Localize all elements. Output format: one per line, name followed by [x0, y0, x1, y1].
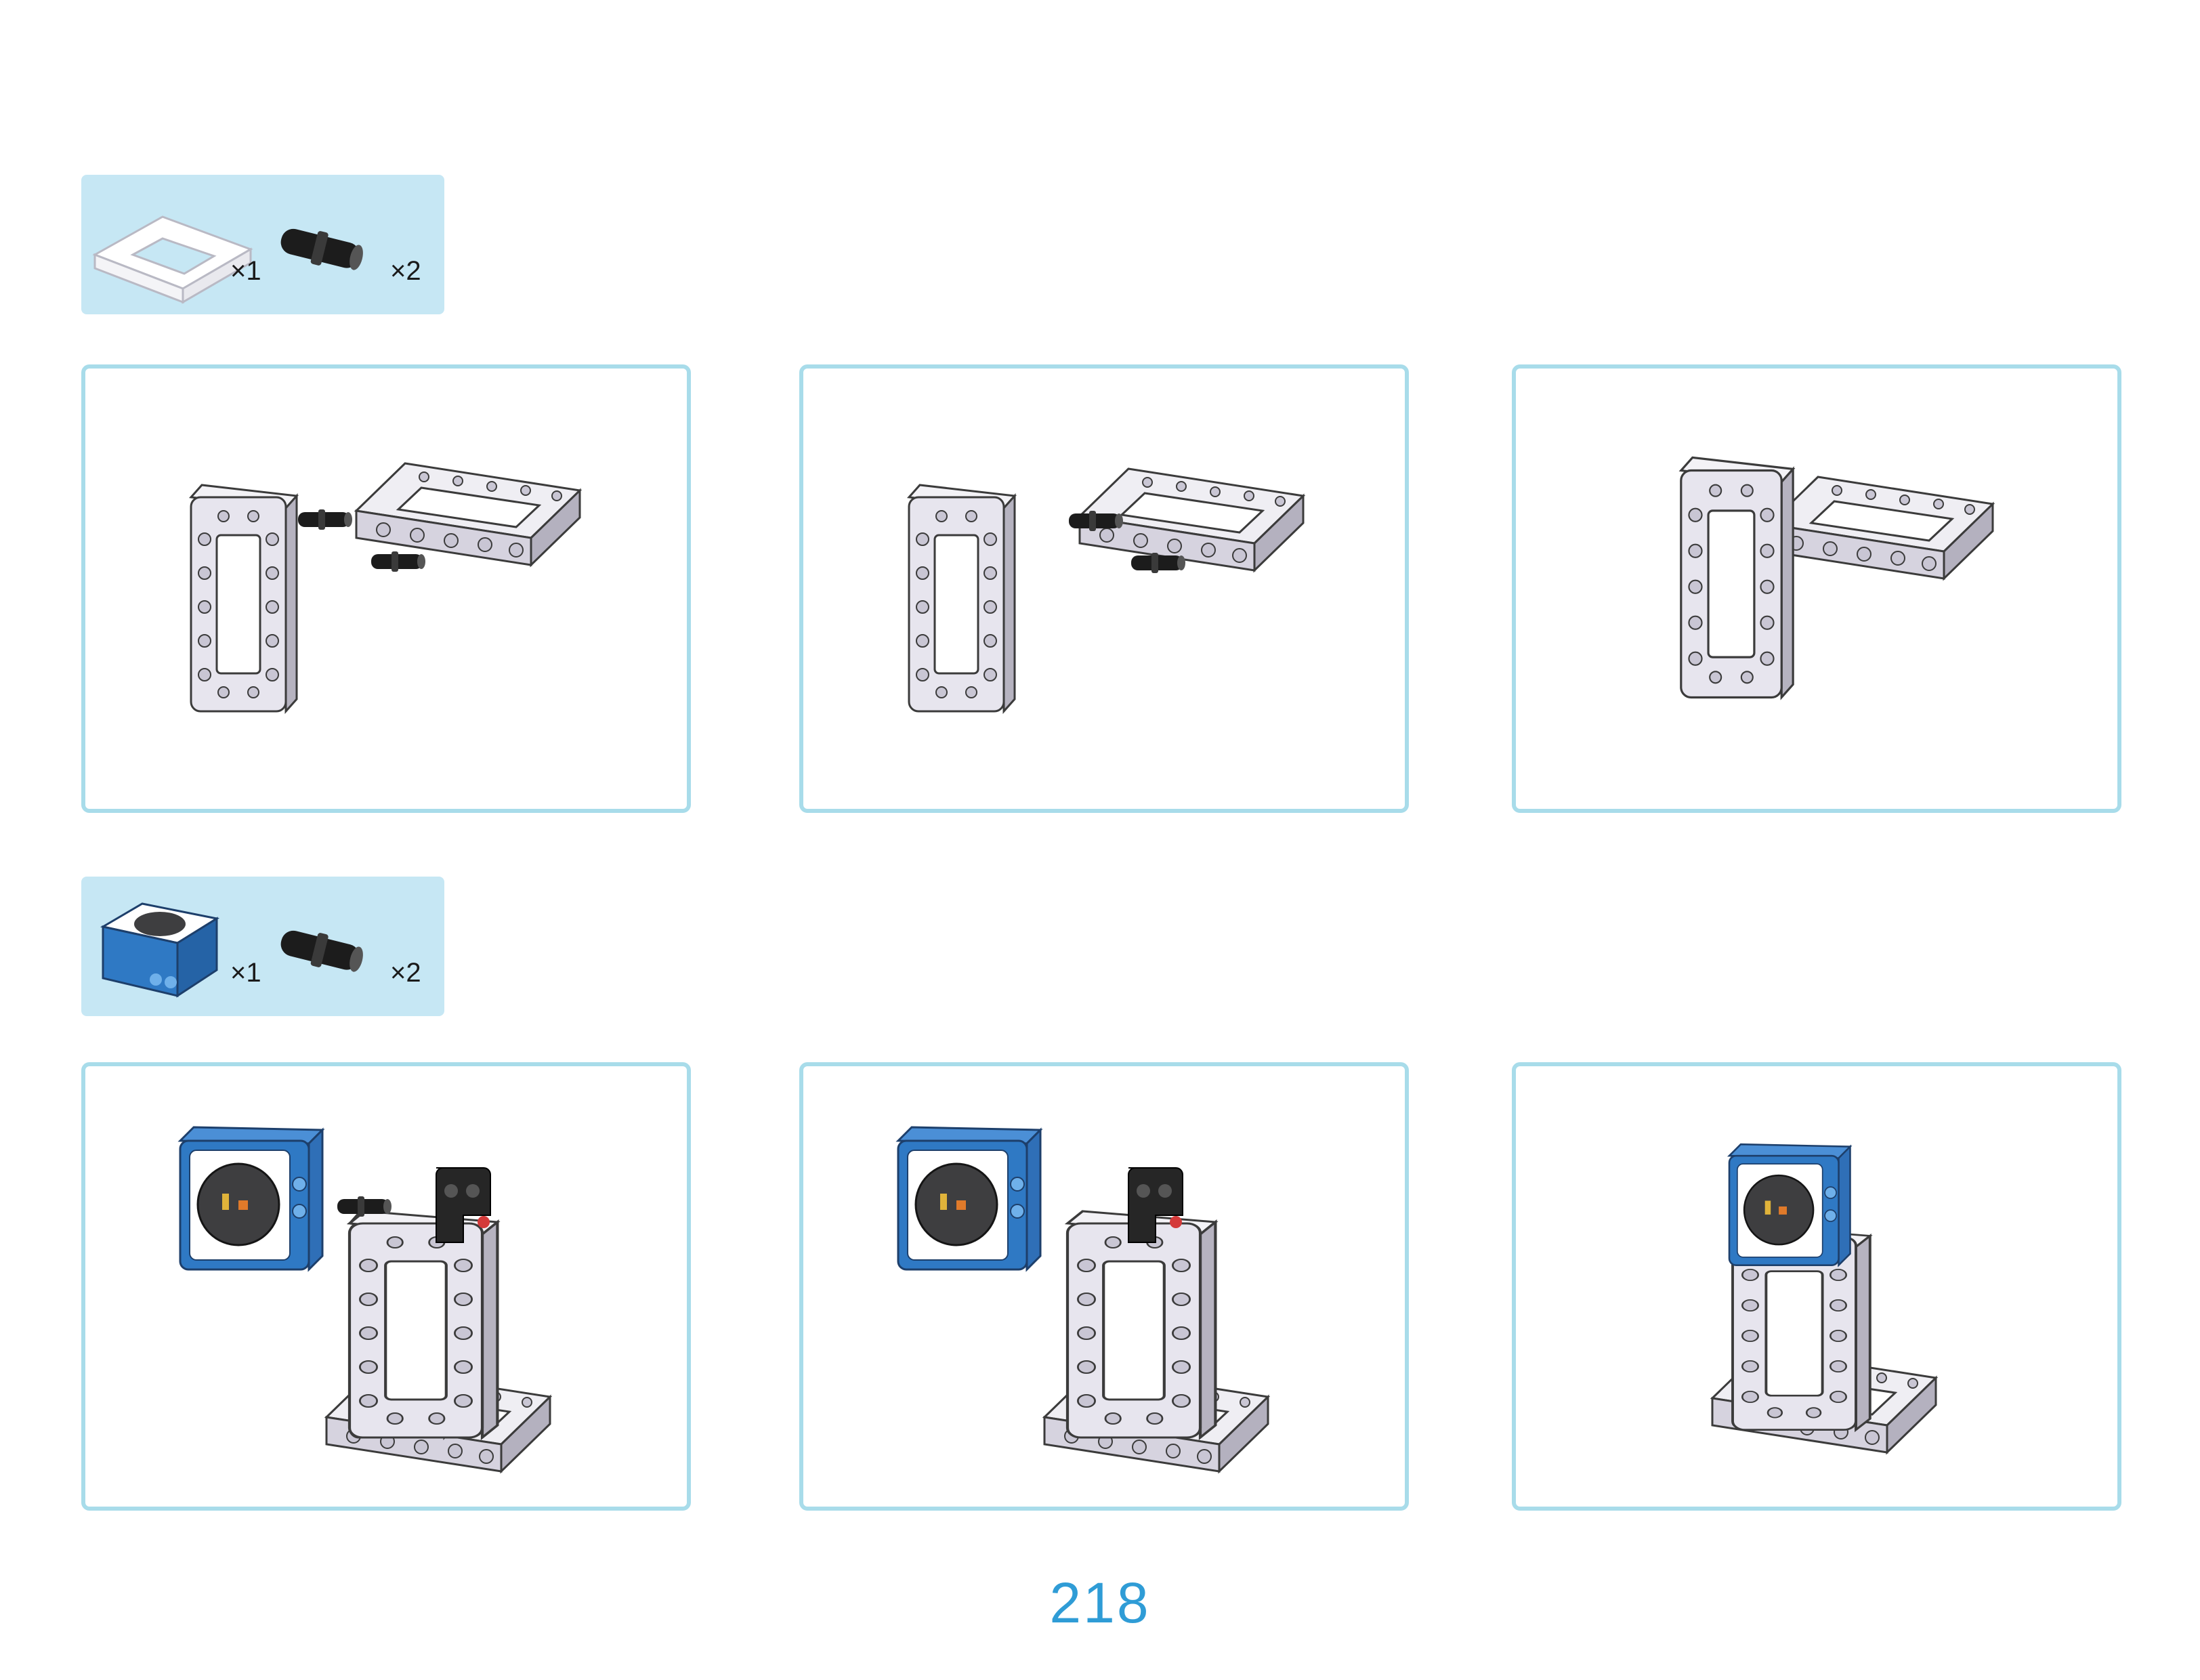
- parts-bin-1: ×1 ×2: [81, 175, 444, 314]
- step-panel-2: [799, 364, 1409, 813]
- black-pin-part-icon-1: [277, 222, 366, 275]
- sensor-module-part-icon: [103, 904, 217, 996]
- step-panel-5: [799, 1062, 1409, 1511]
- beam-frame-quantity: ×1: [230, 257, 261, 285]
- beam-frame-part-icon: [95, 217, 251, 302]
- step-panel-6: [1512, 1062, 2121, 1511]
- parts-bin-2: ×1 ×2: [81, 877, 444, 1016]
- black-pin-quantity-1: ×2: [390, 257, 421, 285]
- page-number: 218: [0, 1570, 2200, 1636]
- step-panel-3: [1512, 364, 2121, 813]
- step-panel-1: [81, 364, 691, 813]
- sensor-module-quantity: ×1: [230, 959, 261, 986]
- black-pin-quantity-2: ×2: [390, 959, 421, 986]
- black-pin-part-icon-2: [277, 924, 366, 977]
- step-panel-4: [81, 1062, 691, 1511]
